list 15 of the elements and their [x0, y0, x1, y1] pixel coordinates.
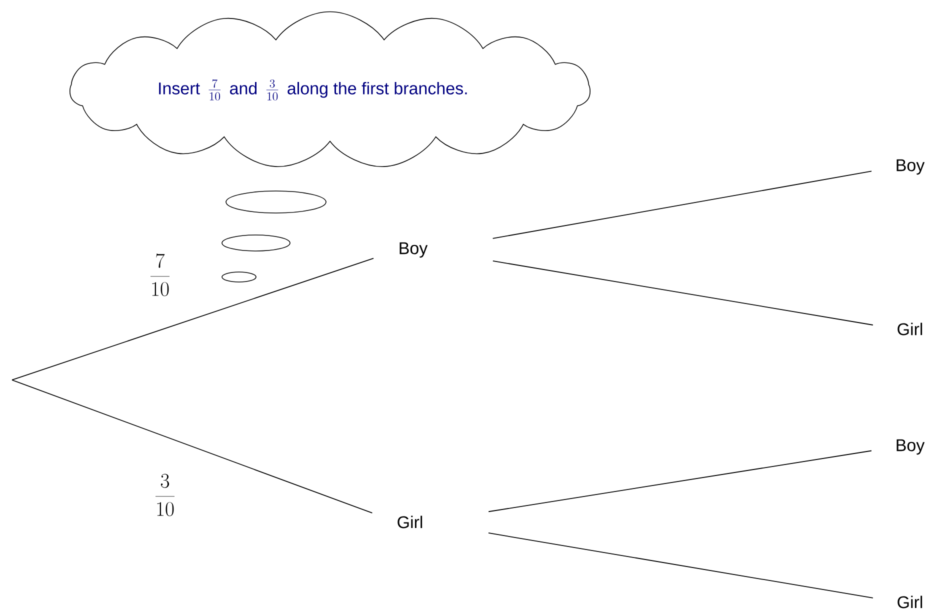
- outcome-label: Boy: [896, 159, 925, 175]
- outcome-label: Boy: [400, 242, 428, 258]
- outcome-label: Girl: [398, 516, 422, 528]
- probability-label: $\frac{3}{10}$: [156, 474, 175, 516]
- branch-line: [492, 170, 872, 239]
- branch-line: [492, 260, 874, 326]
- outcome-label: Girl: [898, 596, 922, 608]
- outcome-label: Boy: [896, 439, 925, 455]
- outcome-label: Girl: [898, 322, 922, 336]
- branch-line: [12, 380, 373, 514]
- thought-cloud: Insert $\frac{7}{10}$ and $\frac{3}{10}$ along the first branches.: [70, 11, 590, 167]
- probability-label: $\frac{7}{10}$: [150, 254, 170, 296]
- branch-line: [488, 532, 874, 598]
- branch-line: [12, 258, 374, 380]
- branch-line: [488, 450, 872, 512]
